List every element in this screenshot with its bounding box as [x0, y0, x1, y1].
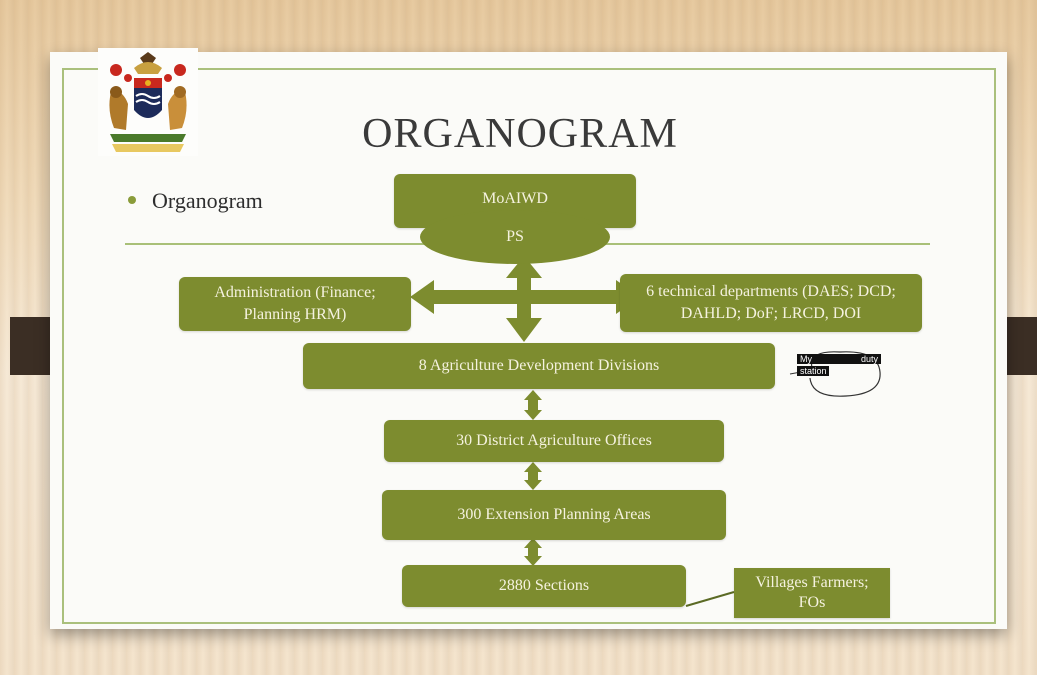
annotation-word-duty: duty: [860, 354, 878, 364]
slide-title: ORGANOGRAM: [362, 111, 678, 157]
annotation-word-my: My: [800, 354, 812, 364]
bullet-dot: [128, 196, 136, 204]
administration-box: Administration (Finance; Planning HRM): [179, 277, 411, 331]
agriculture-divisions-box: 8 Agriculture Development Divisions: [303, 343, 775, 389]
bullet-text: Organogram: [152, 188, 263, 213]
ps-ellipse: PS: [420, 210, 610, 264]
district-offices-box: 30 District Agriculture Offices: [384, 420, 724, 462]
annotation-line2: station: [797, 366, 829, 376]
slide-border: [62, 68, 996, 624]
extension-planning-box: 300 Extension Planning Areas: [382, 490, 726, 540]
coat-of-arms-logo: [98, 48, 198, 156]
annotation-line1: My duty: [797, 354, 881, 364]
technical-departments-box: 6 technical departments (DAES; DCD; DAHL…: [620, 274, 922, 332]
sections-box: 2880 Sections: [402, 565, 686, 607]
villages-farmers-box: Villages Farmers; FOs: [734, 568, 890, 618]
